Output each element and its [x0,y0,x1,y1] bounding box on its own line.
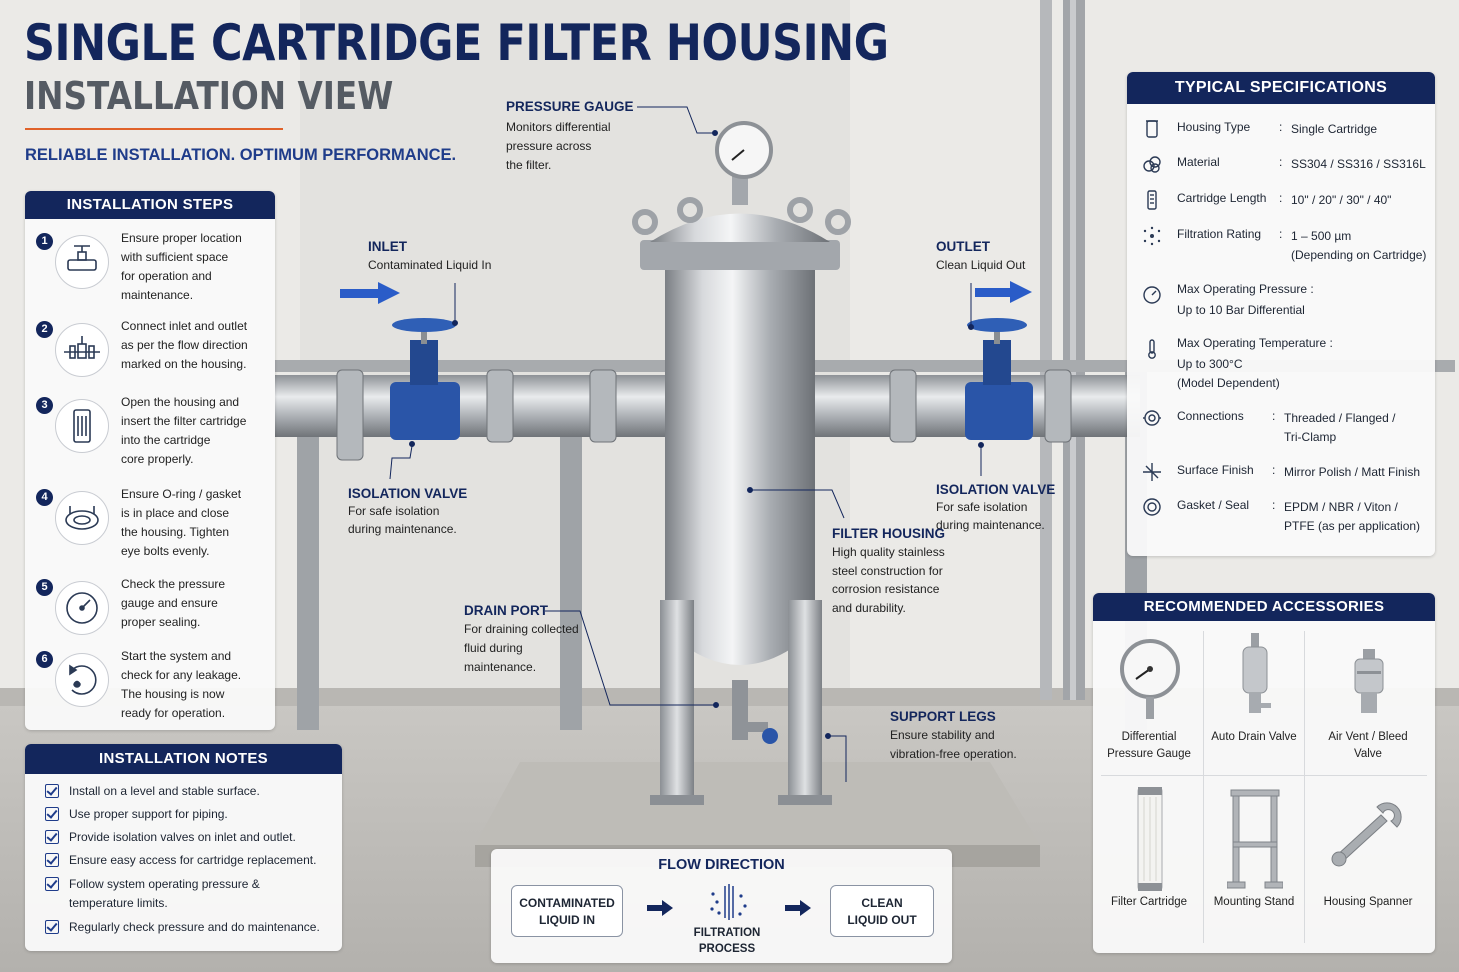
step-line: is in place and close [121,506,230,520]
accessory-label: Air Vent / Bleed Valve [1328,731,1408,760]
step-number: 1 [36,233,53,250]
grid-divider [1101,775,1427,776]
callout-isolation-valve-left: ISOLATION VALVE For safe isolation durin… [348,486,468,536]
step-line: into the cartridge [121,433,211,447]
material-icon [1143,156,1161,173]
callout-drain-port: DRAIN PORT For draining collected fluid … [464,603,579,674]
page-title: SINGLE CARTRIDGE FILTER HOUSING [24,14,889,72]
step-number: 5 [36,579,53,596]
gasket-seal-icon [1143,498,1161,516]
cartridge-icon [1147,190,1157,210]
gauge-icon [1143,286,1161,304]
step-line: marked on the housing. [121,357,247,371]
step-4: 4 Ensure O-ring / gasket is in place and… [25,485,275,571]
title-divider [25,128,283,130]
checkbox-icon [45,784,59,798]
step-3: 3 Open the housing and insert the filter… [25,393,275,479]
flow-output-box: CLEAN LIQUID OUT [830,885,934,937]
step-line: Start the system and [121,649,232,663]
tagline: RELIABLE INSTALLATION. OPTIMUM PERFORMAN… [25,146,457,164]
step-line: Check the pressure [121,577,226,591]
step-6: 6 Start the system and check for any lea… [25,647,275,730]
step-2: 2 Connect inlet and outlet as per the fl… [25,317,275,403]
checkbox-icon [45,807,59,821]
pipe-connection-icon [55,323,109,377]
step-line: ready for operation. [121,706,226,720]
step-line: core properly. [121,452,194,466]
installation-notes-panel: INSTALLATION NOTES Install on a level an… [25,744,342,951]
arrow-right-icon [647,900,673,921]
step-number: 6 [36,651,53,668]
pressure-gauge-icon [55,581,109,635]
step-number: 4 [36,489,53,506]
step-line: with sufficient space [121,250,229,264]
accessory-label: Housing Spanner [1323,896,1413,908]
step-line: insert the filter cartridge [121,414,247,428]
specifications-panel: TYPICAL SPECIFICATIONS Housing Type : Si… [1127,72,1435,556]
callout-pressure-gauge: PRESSURE GAUGE Monitors differential pre… [506,99,634,172]
installation-steps-title: INSTALLATION STEPS [25,191,275,219]
leak-check-icon [55,653,109,707]
step-1: 1 Ensure proper location with sufficient… [25,229,275,315]
auto-drain-valve-icon [1233,633,1277,728]
grid-divider [1304,631,1305,943]
checkbox-icon [45,920,59,934]
step-line: The housing is now [121,687,225,701]
accessories-title: RECOMMENDED ACCESSORIES [1093,593,1435,621]
callout-inlet: INLET Contaminated Liquid In [368,239,492,272]
step-line: maintenance. [121,288,194,302]
air-vent-valve-icon [1347,649,1391,728]
accessories-panel: RECOMMENDED ACCESSORIES Differential Pre… [1093,593,1435,953]
installation-steps-panel: INSTALLATION STEPS 1 Ensure proper locat… [25,191,275,730]
flow-direction-title: FLOW DIRECTION [658,857,785,873]
mounting-stand-icon [1226,786,1284,895]
filtration-icon [1143,226,1161,246]
checkbox-icon [45,877,59,891]
sparkle-icon [1143,463,1161,481]
specifications-title: TYPICAL SPECIFICATIONS [1127,72,1435,104]
checkbox-icon [45,830,59,844]
grid-divider [1203,631,1204,943]
callout-filter-housing: FILTER HOUSING High quality stainless st… [832,526,945,615]
differential-gauge-icon [1118,639,1182,728]
step-number: 2 [36,321,53,338]
thermometer-icon [1148,339,1156,359]
step-line: for operation and [121,269,212,283]
step-line: gauge and ensure [121,596,218,610]
gasket-icon [55,491,109,545]
filter-cartridge-icon [1136,786,1164,896]
callout-isolation-valve-right: ISOLATION VALVE For safe isolation durin… [936,482,1056,532]
step-line: as per the flow direction [121,338,248,352]
housing-spanner-icon [1327,799,1411,874]
arrow-right-icon [785,900,811,921]
step-line: check for any leakage. [121,668,242,682]
checkbox-icon [45,853,59,867]
flow-direction-panel: FLOW DIRECTION CONTAMINATED LIQUID IN FI… [491,849,952,963]
housing-icon [1146,120,1158,138]
step-line: Open the housing and [121,395,240,409]
valve-location-icon [55,235,109,289]
step-number: 3 [36,397,53,414]
accessory-label: Mounting Stand [1213,896,1295,908]
filter-cartridge-icon [55,399,109,453]
step-line: the housing. Tighten [121,525,230,539]
callout-outlet: OUTLET Clean Liquid Out [936,239,1026,272]
step-line: Ensure O-ring / gasket [121,487,242,501]
flow-process-label: FILTRATION PROCESS [693,927,761,955]
accessory-label: Differential Pressure Gauge [1107,731,1191,760]
installation-notes-title: INSTALLATION NOTES [25,744,342,774]
connection-icon [1143,410,1161,426]
callout-support-legs: SUPPORT LEGS Ensure stability and vibrat… [890,709,1017,761]
step-line: Ensure proper location [121,231,242,245]
step-line: Connect inlet and outlet [121,319,248,333]
page-subtitle: INSTALLATION VIEW [24,74,394,118]
step-5: 5 Check the pressure gauge and ensure pr… [25,575,275,661]
flow-input-box: CONTAMINATED LIQUID IN [511,885,623,937]
step-line: eye bolts evenly. [121,544,210,558]
accessory-label: Auto Drain Valve [1211,731,1297,743]
step-line: proper sealing. [121,615,201,629]
filtration-icon [707,882,751,927]
accessory-label: Filter Cartridge [1110,896,1188,908]
